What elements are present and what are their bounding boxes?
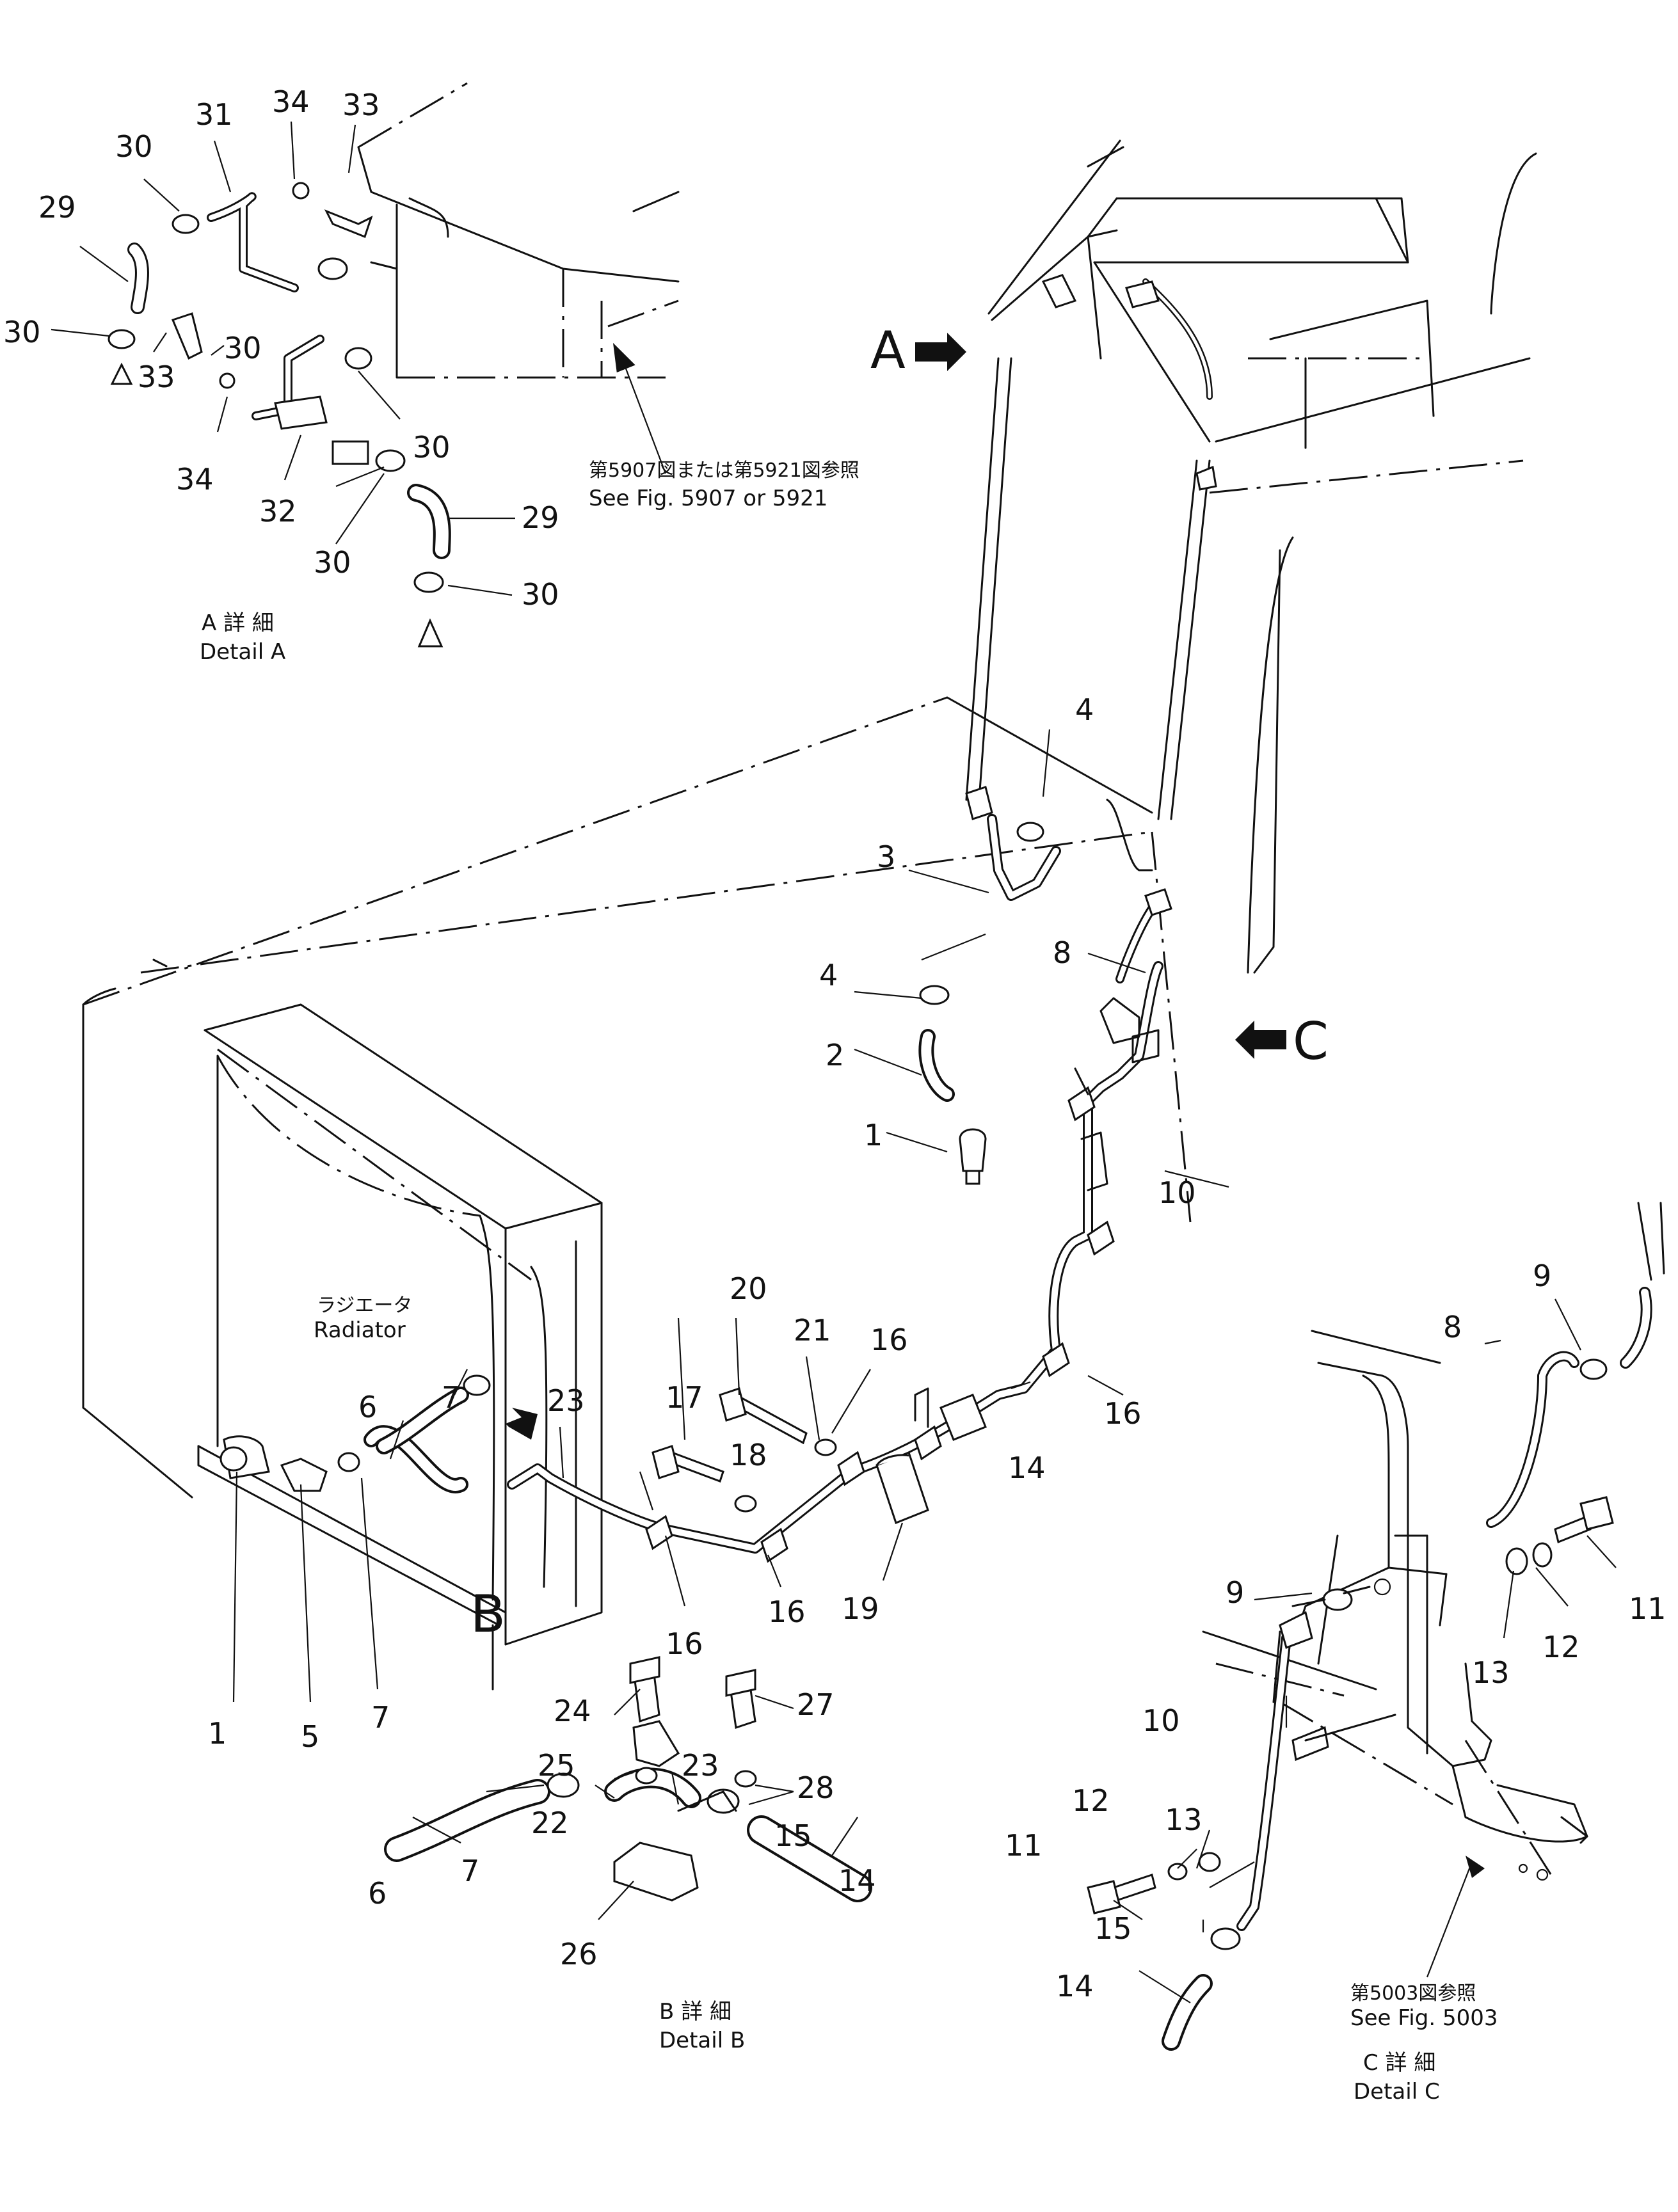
callout-12: 12: [1542, 1630, 1580, 1664]
view-a-label: A: [870, 321, 906, 380]
view-b-label: B: [470, 1584, 506, 1644]
callout-29: 29: [38, 190, 76, 225]
callout-14: 14: [1008, 1451, 1046, 1485]
callout-6: 6: [358, 1390, 377, 1424]
callout-4: 4: [819, 958, 838, 992]
callout-30: 30: [3, 315, 41, 349]
view-a-arrow: [915, 333, 966, 371]
callout-1: 1: [864, 1118, 883, 1152]
view-b-arrow: [506, 1408, 538, 1440]
callout-30: 30: [522, 577, 559, 612]
detail-b-group: [384, 1656, 872, 1920]
callout-5: 5: [301, 1719, 319, 1754]
callout-20: 20: [730, 1271, 767, 1306]
callout-3: 3: [877, 839, 895, 874]
callout-33: 33: [342, 88, 380, 122]
callout-34: 34: [272, 84, 310, 119]
callout-30: 30: [224, 331, 262, 365]
callout-14: 14: [838, 1863, 876, 1898]
callout-18: 18: [730, 1438, 767, 1472]
detail-c-reference-jp: 第5003図参照: [1350, 1982, 1476, 2005]
detail-c-callouts: 9 8 11 12 13 9 10 13 12 11 15 14 第5003図参…: [1005, 1259, 1666, 2105]
callout-17: 17: [666, 1380, 703, 1415]
detail-c-caption-jp: C 詳 細: [1363, 2050, 1435, 2076]
detail-b-callouts: 24 27 25 23 28 22 7 15 14 6 26 B 詳 細 Det…: [368, 1687, 876, 2053]
callout-23: 23: [547, 1383, 585, 1418]
callout-30: 30: [413, 430, 451, 465]
callout-31: 31: [195, 97, 233, 132]
radiator-label-jp: ラジエータ: [317, 1294, 412, 1317]
callout-26: 26: [560, 1937, 598, 1971]
callout-30: 30: [115, 129, 153, 164]
callout-29: 29: [522, 500, 559, 535]
detail-a-reference-en: See Fig. 5907 or 5921: [589, 486, 827, 511]
callout-34: 34: [176, 462, 214, 497]
view-c-label: C: [1293, 1012, 1329, 1071]
callout-8: 8: [1053, 935, 1071, 970]
view-c-arrow: [1235, 1021, 1286, 1059]
callout-27: 27: [797, 1687, 835, 1722]
radiator-label-en: Radiator: [314, 1317, 406, 1343]
callout-21: 21: [794, 1313, 831, 1348]
callout-9: 9: [1533, 1259, 1551, 1293]
callout-11: 11: [1005, 1828, 1043, 1863]
detail-a-caption-jp: A 詳 細: [202, 610, 274, 636]
callout-13: 13: [1165, 1802, 1203, 1837]
callout-15: 15: [1094, 1911, 1132, 1946]
callout-28: 28: [797, 1770, 835, 1805]
callout-16: 16: [870, 1323, 908, 1357]
callout-15: 15: [774, 1818, 812, 1853]
main-callouts: 4 3 4 8 2 1 10 20 21 16 17 18 16 14 19 1…: [208, 321, 1329, 1754]
callout-6: 6: [368, 1876, 387, 1911]
detail-b-caption-en: Detail B: [659, 2028, 745, 2053]
callout-10: 10: [1142, 1703, 1180, 1738]
callout-10: 10: [1158, 1175, 1196, 1210]
callout-2: 2: [826, 1038, 844, 1072]
callout-7: 7: [461, 1854, 479, 1888]
callout-24: 24: [554, 1694, 591, 1728]
callout-7: 7: [371, 1700, 390, 1735]
callout-12: 12: [1072, 1783, 1110, 1818]
detail-a-caption-en: Detail A: [200, 639, 285, 665]
callout-30: 30: [314, 545, 351, 580]
callout-32: 32: [259, 494, 297, 529]
callout-25: 25: [538, 1748, 575, 1783]
detail-a-callouts: 29 30 31 34 33 30 33 30 34 32 30 30 29 3…: [3, 84, 859, 665]
callout-16: 16: [768, 1595, 806, 1629]
callout-8: 8: [1443, 1310, 1462, 1344]
detail-a-reference-jp: 第5907図または第5921図参照: [589, 459, 859, 482]
callout-33: 33: [138, 360, 175, 394]
main-assembly: [82, 139, 1537, 1703]
callout-13: 13: [1472, 1655, 1510, 1690]
callout-22: 22: [531, 1806, 569, 1840]
detail-c-group: [1087, 1202, 1665, 2051]
callout-16: 16: [666, 1627, 703, 1661]
callout-16: 16: [1104, 1396, 1142, 1431]
callout-23: 23: [682, 1748, 719, 1783]
callout-7: 7: [442, 1380, 460, 1415]
detail-b-caption-jp: B 詳 細: [659, 1999, 731, 2025]
callout-9: 9: [1226, 1575, 1244, 1610]
callout-4: 4: [1075, 692, 1094, 727]
callout-19: 19: [842, 1591, 879, 1626]
callout-11: 11: [1629, 1591, 1666, 1626]
detail-a-group: [51, 82, 680, 648]
detail-c-reference-en: See Fig. 5003: [1350, 2005, 1498, 2031]
callout-1: 1: [208, 1716, 227, 1751]
callout-14: 14: [1056, 1969, 1094, 2003]
detail-c-caption-en: Detail C: [1354, 2079, 1440, 2105]
